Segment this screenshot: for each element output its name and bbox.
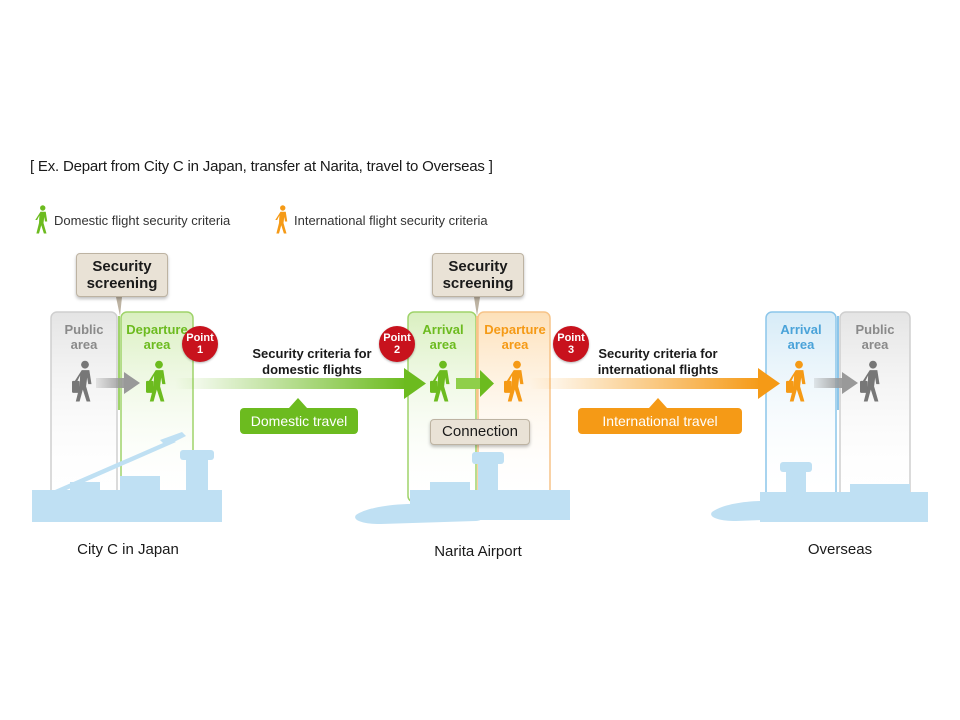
orange-traveler-icon <box>786 360 812 404</box>
international-travel-pill: International travel <box>578 408 742 434</box>
legend-domestic: Domestic flight security criteria <box>34 205 230 235</box>
point-1-badge: Point 1 <box>182 326 218 362</box>
international-criteria-text: Security criteria for international flig… <box>597 346 719 377</box>
point-1-number: 1 <box>196 344 204 356</box>
overseas-skyline <box>711 462 928 522</box>
legend-domestic-label: Domestic flight security criteria <box>54 212 231 228</box>
connection-label: Connection <box>430 419 530 445</box>
origin-public-area-label: Public area <box>64 322 104 352</box>
domestic-criteria-text: Security criteria for domestic flights <box>252 346 372 377</box>
point-3-number: 3 <box>567 344 575 356</box>
point-2-number: 2 <box>393 344 401 356</box>
legend-international-label: International flight security criteria <box>294 212 488 228</box>
narita-skyline <box>355 452 570 524</box>
green-traveler-icon <box>146 360 172 404</box>
international-pill-pointer <box>649 398 667 408</box>
overseas-arrival-area-label: Arrival area <box>780 322 822 352</box>
narita-arrival-area-label: Arrival area <box>422 322 464 352</box>
point-1-label: Point <box>186 332 214 344</box>
domestic-travel-pill: Domestic travel <box>240 408 358 434</box>
orange-traveler-icon <box>504 360 530 404</box>
point-3-badge: Point 3 <box>553 326 589 362</box>
domestic-flight-arrow <box>175 368 426 399</box>
point-2-label: Point <box>383 332 411 344</box>
city-c-place-label: City C in Japan <box>77 541 179 558</box>
origin-screening-pointer <box>116 297 122 316</box>
gray-traveler-icon <box>72 360 98 404</box>
city-c-skyline <box>32 432 222 522</box>
gray-traveler-icon <box>860 360 886 404</box>
diagram-title: [ Ex. Depart from City C in Japan, trans… <box>30 158 493 175</box>
green-traveler-icon <box>430 360 456 404</box>
international-flight-arrow <box>530 368 780 399</box>
gray-flow-arrows <box>96 372 858 394</box>
origin-departure-area-label: Departure area <box>126 322 188 352</box>
point-3-label: Point <box>557 332 585 344</box>
point-2-badge: Point 2 <box>379 326 415 362</box>
narita-place-label: Narita Airport <box>434 543 522 560</box>
narita-security-screening: Security screening <box>432 253 524 297</box>
connection-arrow <box>456 370 494 397</box>
origin-security-screening: Security screening <box>76 253 168 297</box>
overseas-public-area-label: Public area <box>855 322 895 352</box>
narita-screening-pointer <box>474 297 480 316</box>
domestic-pill-pointer <box>289 398 307 408</box>
legend-international: International flight security criteria <box>274 205 488 235</box>
narita-departure-area-label: Departure area <box>484 322 546 352</box>
overseas-place-label: Overseas <box>807 541 873 558</box>
